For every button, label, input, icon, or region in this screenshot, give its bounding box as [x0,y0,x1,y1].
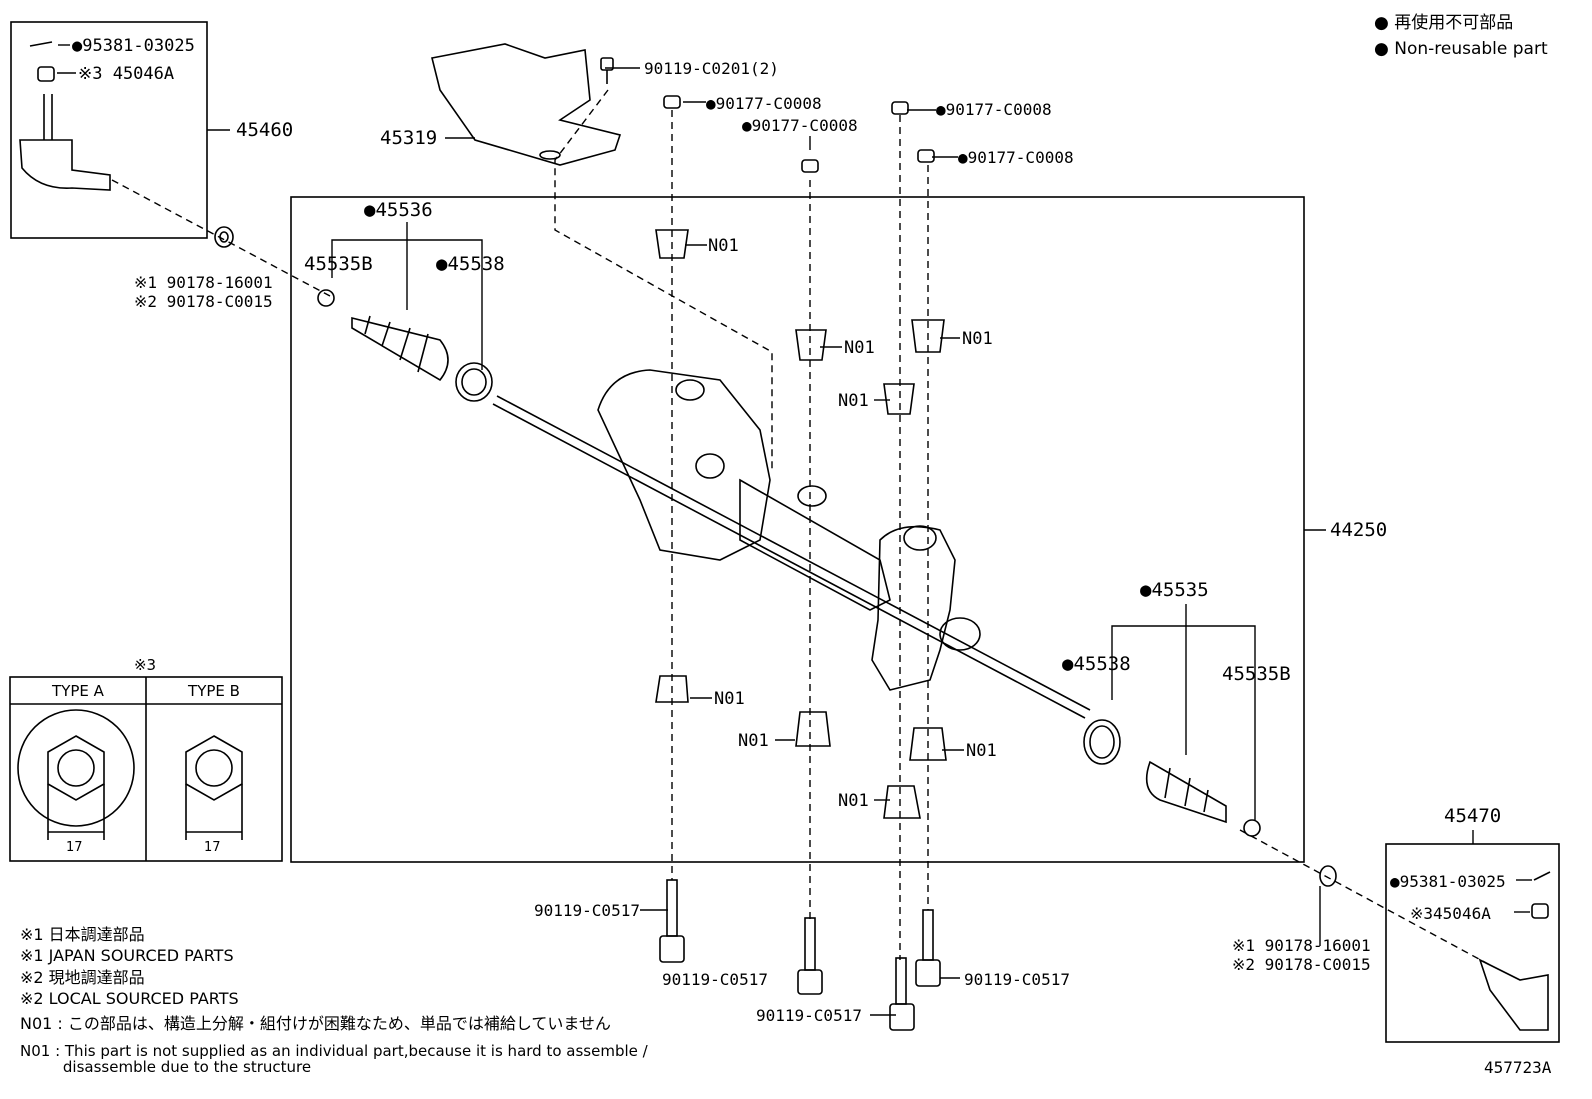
label-boot-kit-right[interactable]: ●45535 [1140,579,1209,601]
label-washer-left-1[interactable]: ※1 90178-16001 [134,273,273,292]
type-a-nut-shape [17,709,135,840]
label-band-left[interactable]: ●45538 [436,253,505,275]
tie-rod-end-right-shape [1478,871,1551,1031]
type-a-dimension: 17 [66,840,83,855]
note-line-2: ※1 JAPAN SOURCED PARTS [20,946,234,965]
label-washer-right-2[interactable]: ※2 90178-C0015 [1232,955,1371,974]
label-bushing-3[interactable]: N01 [962,329,993,349]
label-bushing-4[interactable]: N01 [838,391,869,411]
label-cotter-pin-left[interactable]: ●95381-03025 [72,36,195,56]
label-boot-kit-left[interactable]: ●45536 [364,199,433,221]
label-nut-left[interactable]: ※3 45046A [78,64,175,84]
boot-right-shape [1145,760,1227,824]
label-nut-right[interactable]: ※345046A [1410,904,1491,923]
bushings-shape [655,229,947,819]
label-bolt-bottom-1[interactable]: 90119-C0517 [534,901,640,920]
top-fasteners-shape [600,57,935,173]
label-bushing-7[interactable]: N01 [966,741,997,761]
label-nut-top-3[interactable]: ●90177-C0008 [936,100,1052,119]
label-bolt-top[interactable]: 90119-C0201(2) [644,59,779,78]
label-bushing-1[interactable]: N01 [708,236,739,256]
legend-non-reusable-en: ● Non-reusable part [1374,39,1548,59]
label-bushing-5[interactable]: N01 [714,689,745,709]
label-cover[interactable]: 45319 [380,127,438,149]
boot-left-shape [351,315,449,382]
type-b-header: TYPE B [188,682,240,700]
label-cotter-pin-right[interactable]: ●95381-03025 [1390,872,1506,891]
bottom-bolts-shape [659,879,941,1031]
label-washer-left-2[interactable]: ※2 90178-C0015 [134,292,273,311]
label-bolt-bottom-3[interactable]: 90119-C0517 [964,970,1070,989]
label-nut-top-4[interactable]: ●90177-C0008 [958,148,1074,167]
steering-rack-body-shape [492,369,1091,719]
label-bushing-8[interactable]: N01 [838,791,869,811]
label-bushing-2[interactable]: N01 [844,338,875,358]
type-table-ref: ※3 [133,656,157,674]
type-b-dimension: 17 [204,840,221,855]
label-rack-assy[interactable]: 44250 [1330,519,1388,541]
tie-rod-end-left-shape [19,41,111,191]
label-nut-top-1[interactable]: ●90177-C0008 [706,94,822,113]
type-a-header: TYPE A [52,682,104,700]
note-line-5: N01 : この部品は、構造上分解・組付けが困難なため、単品では補給していません [20,1014,611,1033]
label-clamp-left[interactable]: 45535B [304,253,373,275]
label-bolt-bottom-2[interactable]: 90119-C0517 [662,970,768,989]
note-line-7: disassemble due to the structure [20,1058,312,1076]
cover-shape [431,43,622,166]
note-line-3: ※2 現地調達部品 [20,968,145,987]
label-bushing-6[interactable]: N01 [738,731,769,751]
label-tie-rod-end-left[interactable]: 45460 [236,119,294,141]
note-line-1: ※1 日本調達部品 [20,925,145,944]
label-washer-right-1[interactable]: ※1 90178-16001 [1232,936,1371,955]
steering-rack-box [290,196,1305,863]
note-line-4: ※2 LOCAL SOURCED PARTS [20,989,239,1008]
label-nut-top-2[interactable]: ●90177-C0008 [742,116,858,135]
label-bolt-bottom-4[interactable]: 90119-C0517 [756,1006,862,1025]
type-b-nut-shape [185,735,243,840]
drawing-number: 457723A [1484,1058,1552,1077]
label-band-right[interactable]: ●45538 [1062,653,1131,675]
legend-non-reusable-jp: ● 再使用不可部品 [1374,13,1514,33]
label-tie-rod-end-right[interactable]: 45470 [1444,805,1502,827]
note-line-6: N01 : This part is not supplied as an in… [20,1042,648,1060]
label-clamp-right[interactable]: 45535B [1222,663,1291,685]
